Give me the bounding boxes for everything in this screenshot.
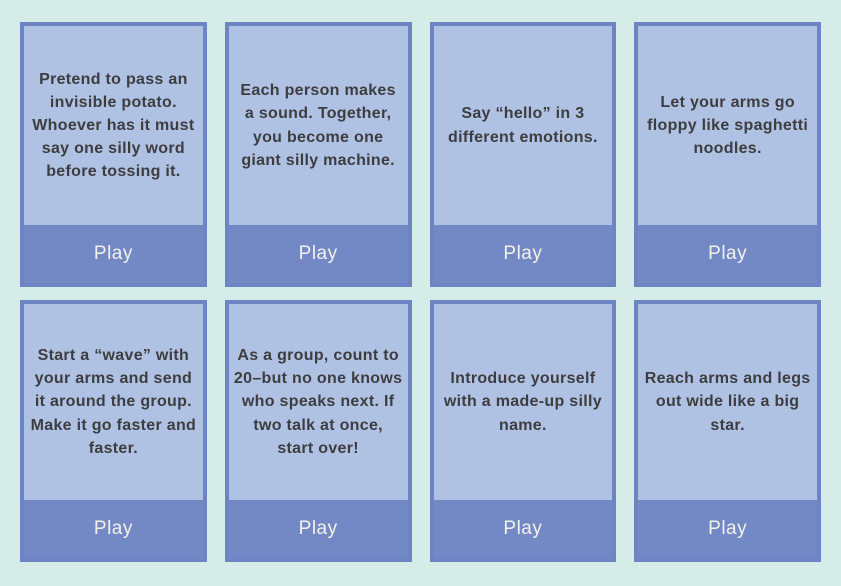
- play-button[interactable]: Play: [228, 500, 408, 558]
- activity-card-1: Pretend to pass an invisible potato. Who…: [20, 22, 207, 287]
- activity-card-8: Reach arms and legs out wide like a big …: [634, 300, 821, 562]
- play-button[interactable]: Play: [24, 500, 203, 558]
- play-button[interactable]: Play: [228, 225, 408, 283]
- play-button[interactable]: Play: [638, 225, 817, 283]
- activity-card-text: As a group, count to 20–but no one knows…: [233, 347, 403, 457]
- play-button[interactable]: Play: [433, 225, 613, 283]
- activity-card-text: Let your arms go floppy like spaghetti n…: [647, 93, 809, 158]
- play-button[interactable]: Play: [24, 225, 203, 283]
- activity-card-text: Reach arms and legs out wide like a big …: [644, 370, 811, 434]
- activity-card-text: Each person makes a sound. Together, you…: [240, 82, 396, 169]
- activity-card-5: Start a “wave” with your arms and send i…: [20, 300, 207, 562]
- activity-card-6: As a group, count to 20–but no one knows…: [224, 300, 412, 562]
- activity-card-4: Let your arms go floppy like spaghetti n…: [634, 22, 821, 287]
- activity-card-text: Say “hello” in 3 different emotions.: [448, 105, 598, 146]
- play-button[interactable]: Play: [638, 500, 817, 558]
- activity-card-text: Start a “wave” with your arms and send i…: [30, 347, 197, 457]
- activity-card-text: Pretend to pass an invisible potato. Who…: [32, 70, 195, 181]
- play-button[interactable]: Play: [433, 500, 613, 558]
- activity-card-7: Introduce yourself with a made-up silly …: [429, 300, 617, 562]
- activity-card-2: Each person makes a sound. Together, you…: [224, 22, 412, 287]
- activity-card-text: Introduce yourself with a made-up silly …: [443, 370, 602, 434]
- activity-card-3: Say “hello” in 3 different emotions. Pla…: [429, 22, 617, 287]
